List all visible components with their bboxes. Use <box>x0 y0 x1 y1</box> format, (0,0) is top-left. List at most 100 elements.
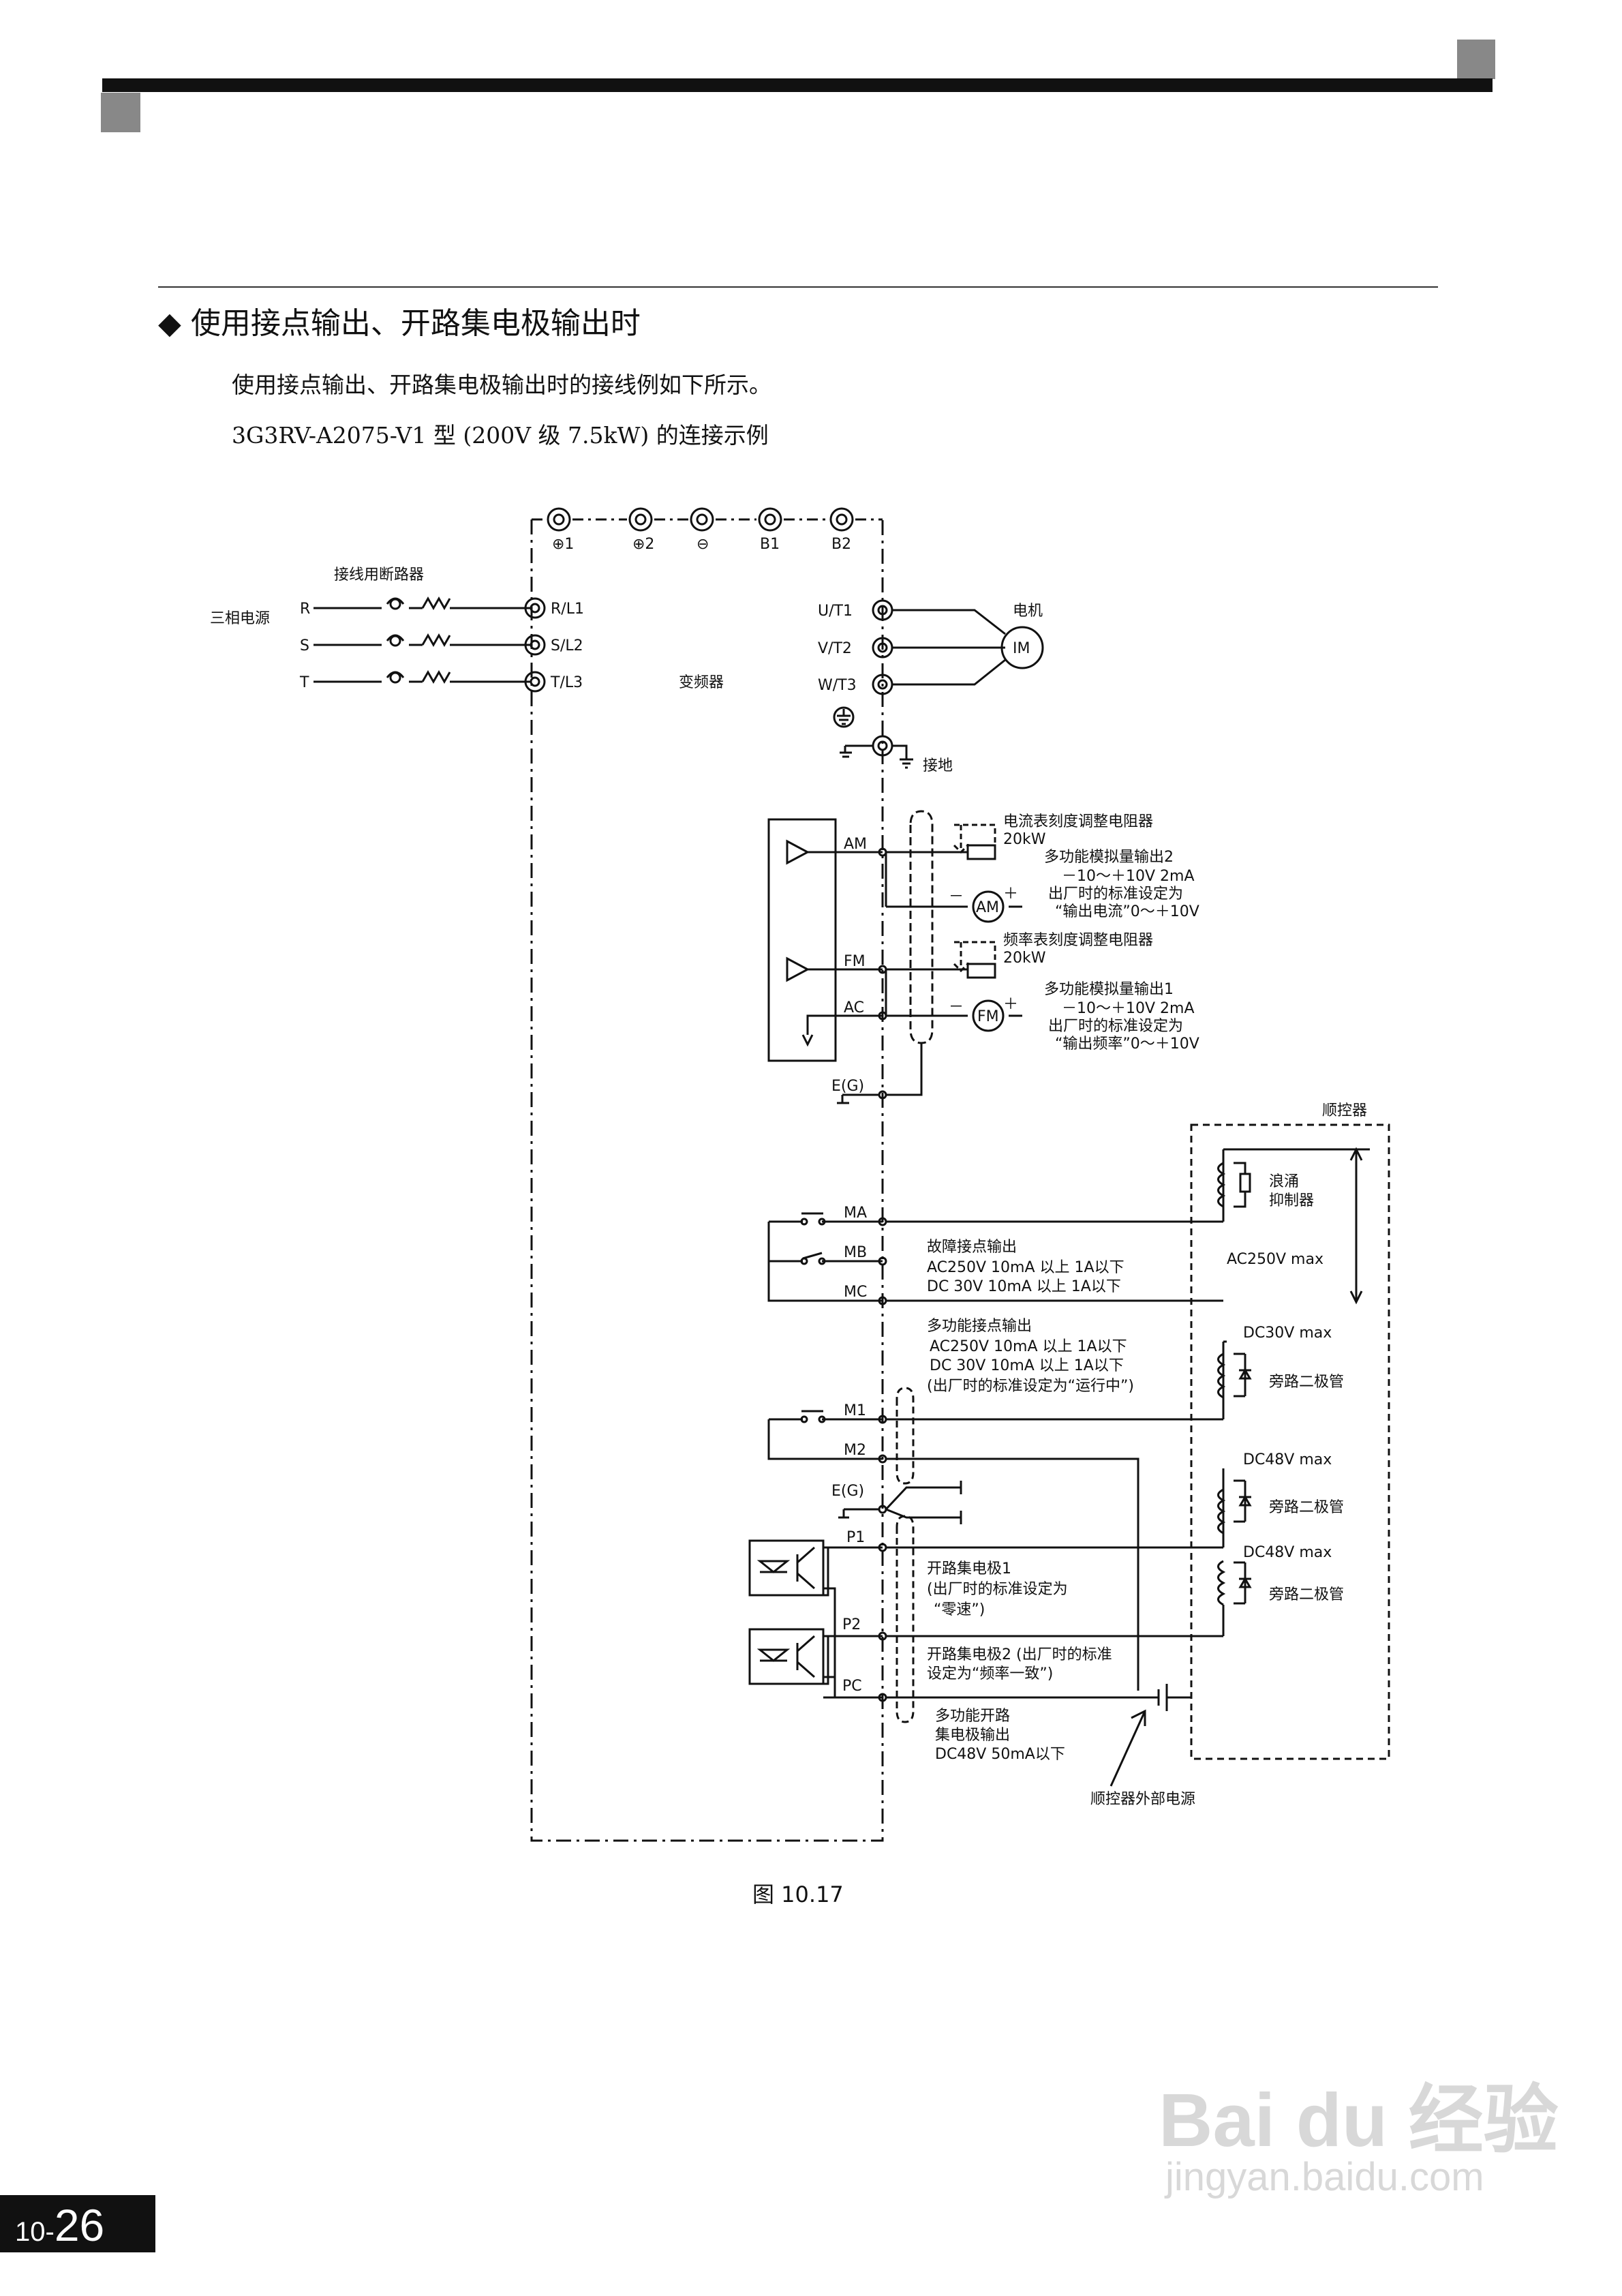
oc2-line-1: 开路集电极2 (出厂时的标准 <box>927 1646 1112 1663</box>
am-resistor-value: 20kW <box>1003 831 1046 848</box>
top-terminal-label: ⊖ <box>697 536 709 553</box>
page-prefix: 10- <box>15 2217 55 2247</box>
input-terminal-label: S/L2 <box>551 637 583 654</box>
oc1-line-1: 开路集电极1 <box>927 1560 1011 1577</box>
dc48-max-b: DC48V max <box>1243 1544 1332 1561</box>
page-number: 10-26 <box>15 2199 104 2251</box>
oc-multi-1: 多功能开路 <box>935 1708 1010 1725</box>
input-terminal-label: T/L3 <box>550 674 583 691</box>
top-terminal-label: ⊕1 <box>552 536 574 553</box>
oc-multi-2: 集电极输出 <box>935 1727 1010 1744</box>
model-text: 3G3RV-A2075-V1 型 (200V 级 7.5kW) 的连接示例 <box>232 422 769 449</box>
p1-label: P1 <box>846 1529 865 1546</box>
phase-label: R <box>300 601 310 618</box>
corner-marker-left <box>101 93 140 132</box>
power-label: 三相电源 <box>210 610 270 627</box>
am-default-1: 出厂时的标准设定为 <box>1048 886 1183 903</box>
pc-label: PC <box>842 1678 862 1695</box>
top-terminal-symbols <box>547 507 854 532</box>
output-terminal-label: W/T3 <box>818 677 857 694</box>
ground-label: 接地 <box>923 757 953 774</box>
am-output-label: 多功能模拟量输出2 <box>1044 849 1174 866</box>
fm-terminal-label: FM <box>844 953 866 970</box>
motor-output-lines <box>872 599 1044 695</box>
section-heading: ◆ 使用接点输出、开路集电极输出时 <box>158 306 641 341</box>
multi-contact-lines <box>767 1340 1252 1691</box>
phase-label: S <box>300 637 309 654</box>
am-minus: － <box>949 888 964 905</box>
dc48-max-a: DC48V max <box>1243 1451 1332 1468</box>
fault-terminal-label: MC <box>844 1284 867 1301</box>
diode-label-a: 旁路二极管 <box>1269 1499 1344 1516</box>
fm-output-label: 多功能模拟量输出1 <box>1044 981 1174 998</box>
fm-range: －10～＋10V 2mA <box>1062 1000 1195 1017</box>
inverter-label: 变频器 <box>679 674 724 691</box>
page-number-value: 26 <box>54 2200 105 2250</box>
watermark-url: jingyan.baidu.com <box>1165 2155 1484 2199</box>
breaker-label: 接线用断路器 <box>334 567 424 584</box>
sequencer-label: 顺控器 <box>1322 1102 1367 1119</box>
phase-label: T <box>299 674 309 691</box>
am-plus: ＋ <box>1003 886 1018 903</box>
fm-meter: FM <box>977 1008 999 1025</box>
fault-contact-lines <box>767 1147 1370 1305</box>
header-bar <box>102 78 1493 92</box>
multi-contact-title: 多功能接点输出 <box>927 1318 1032 1335</box>
fault-terminal-label: MB <box>844 1244 867 1261</box>
section-rule <box>158 286 1438 288</box>
m2-label: M2 <box>844 1442 866 1459</box>
p2-label: P2 <box>842 1616 861 1633</box>
fault-ac-max: AC250V max <box>1227 1251 1323 1268</box>
output-terminal-label: V/T2 <box>818 640 852 657</box>
m1-label: M1 <box>844 1402 866 1419</box>
multi-contact-line-2: DC 30V 10mA 以上 1A以下 <box>930 1357 1124 1374</box>
fm-minus: － <box>949 999 964 1016</box>
ext-power-label: 顺控器外部电源 <box>1090 1791 1195 1808</box>
fm-resistor-label: 频率表刻度调整电阻器 <box>1003 932 1153 949</box>
am-range: －10～＋10V 2mA <box>1062 868 1195 885</box>
sequencer-box <box>1190 1123 1390 1760</box>
am-default-2: “输出电流”0～＋10V <box>1055 903 1199 920</box>
analog-output-block <box>767 810 1022 1104</box>
corner-marker-right <box>1457 40 1495 79</box>
multi-contact-line-1: AC250V 10mA 以上 1A以下 <box>930 1338 1127 1355</box>
oc1-line-3: “零速”) <box>934 1601 985 1618</box>
oc2-line-2: 设定为“频率一致”) <box>927 1665 1053 1682</box>
open-collector-lines <box>748 1468 1252 1787</box>
diode-label-b: 旁路二极管 <box>1269 1586 1344 1603</box>
oc-multi-3: DC48V 50mA以下 <box>935 1746 1065 1763</box>
eg2-label: E(G) <box>831 1483 864 1500</box>
fm-resistor-value: 20kW <box>1003 950 1046 967</box>
top-terminal-label: ⊕2 <box>632 536 654 553</box>
figure-caption: 图 10.17 <box>752 1882 844 1907</box>
multi-contact-line-3: (出厂时的标准设定为“运行中”) <box>927 1378 1134 1395</box>
fm-default-1: 出厂时的标准设定为 <box>1048 1018 1183 1035</box>
top-terminal-label: B2 <box>831 536 851 553</box>
page-number-box <box>0 2195 155 2252</box>
motor-symbol: IM <box>1013 640 1030 657</box>
oc1-line-2: (出厂时的标准设定为 <box>927 1581 1068 1598</box>
fm-default-2: “输出频率”0～＋10V <box>1055 1036 1199 1053</box>
top-terminal-label: B1 <box>760 536 780 553</box>
output-terminal-label: U/T1 <box>818 603 853 620</box>
fault-terminal-label: MA <box>844 1205 867 1222</box>
ground-terminals <box>833 706 913 769</box>
fault-line-2: DC 30V 10mA 以上 1A以下 <box>927 1278 1121 1295</box>
am-resistor-label: 电流表刻度调整电阻器 <box>1003 813 1153 830</box>
surge-label-1: 浪涌 <box>1269 1173 1299 1190</box>
am-terminal-label: AM <box>844 836 867 853</box>
input-terminal-label: R/L1 <box>551 601 584 618</box>
dc30-max: DC30V max <box>1243 1325 1332 1342</box>
fault-line-1: AC250V 10mA 以上 1A以下 <box>927 1259 1124 1276</box>
fm-plus: ＋ <box>1003 996 1018 1013</box>
intro-text: 使用接点输出、开路集电极输出时的接线例如下所示。 <box>232 372 771 398</box>
watermark-logo: Bai du 经验 <box>1159 2079 1559 2162</box>
ac-terminal-label: AC <box>844 999 864 1016</box>
fault-title: 故障接点输出 <box>927 1239 1017 1256</box>
diode-label: 旁路二极管 <box>1269 1374 1344 1391</box>
surge-label-2: 抑制器 <box>1269 1192 1314 1209</box>
eg-terminal-label: E(G) <box>831 1078 864 1095</box>
input-power-lines <box>313 596 546 693</box>
motor-label: 电机 <box>1013 603 1043 620</box>
